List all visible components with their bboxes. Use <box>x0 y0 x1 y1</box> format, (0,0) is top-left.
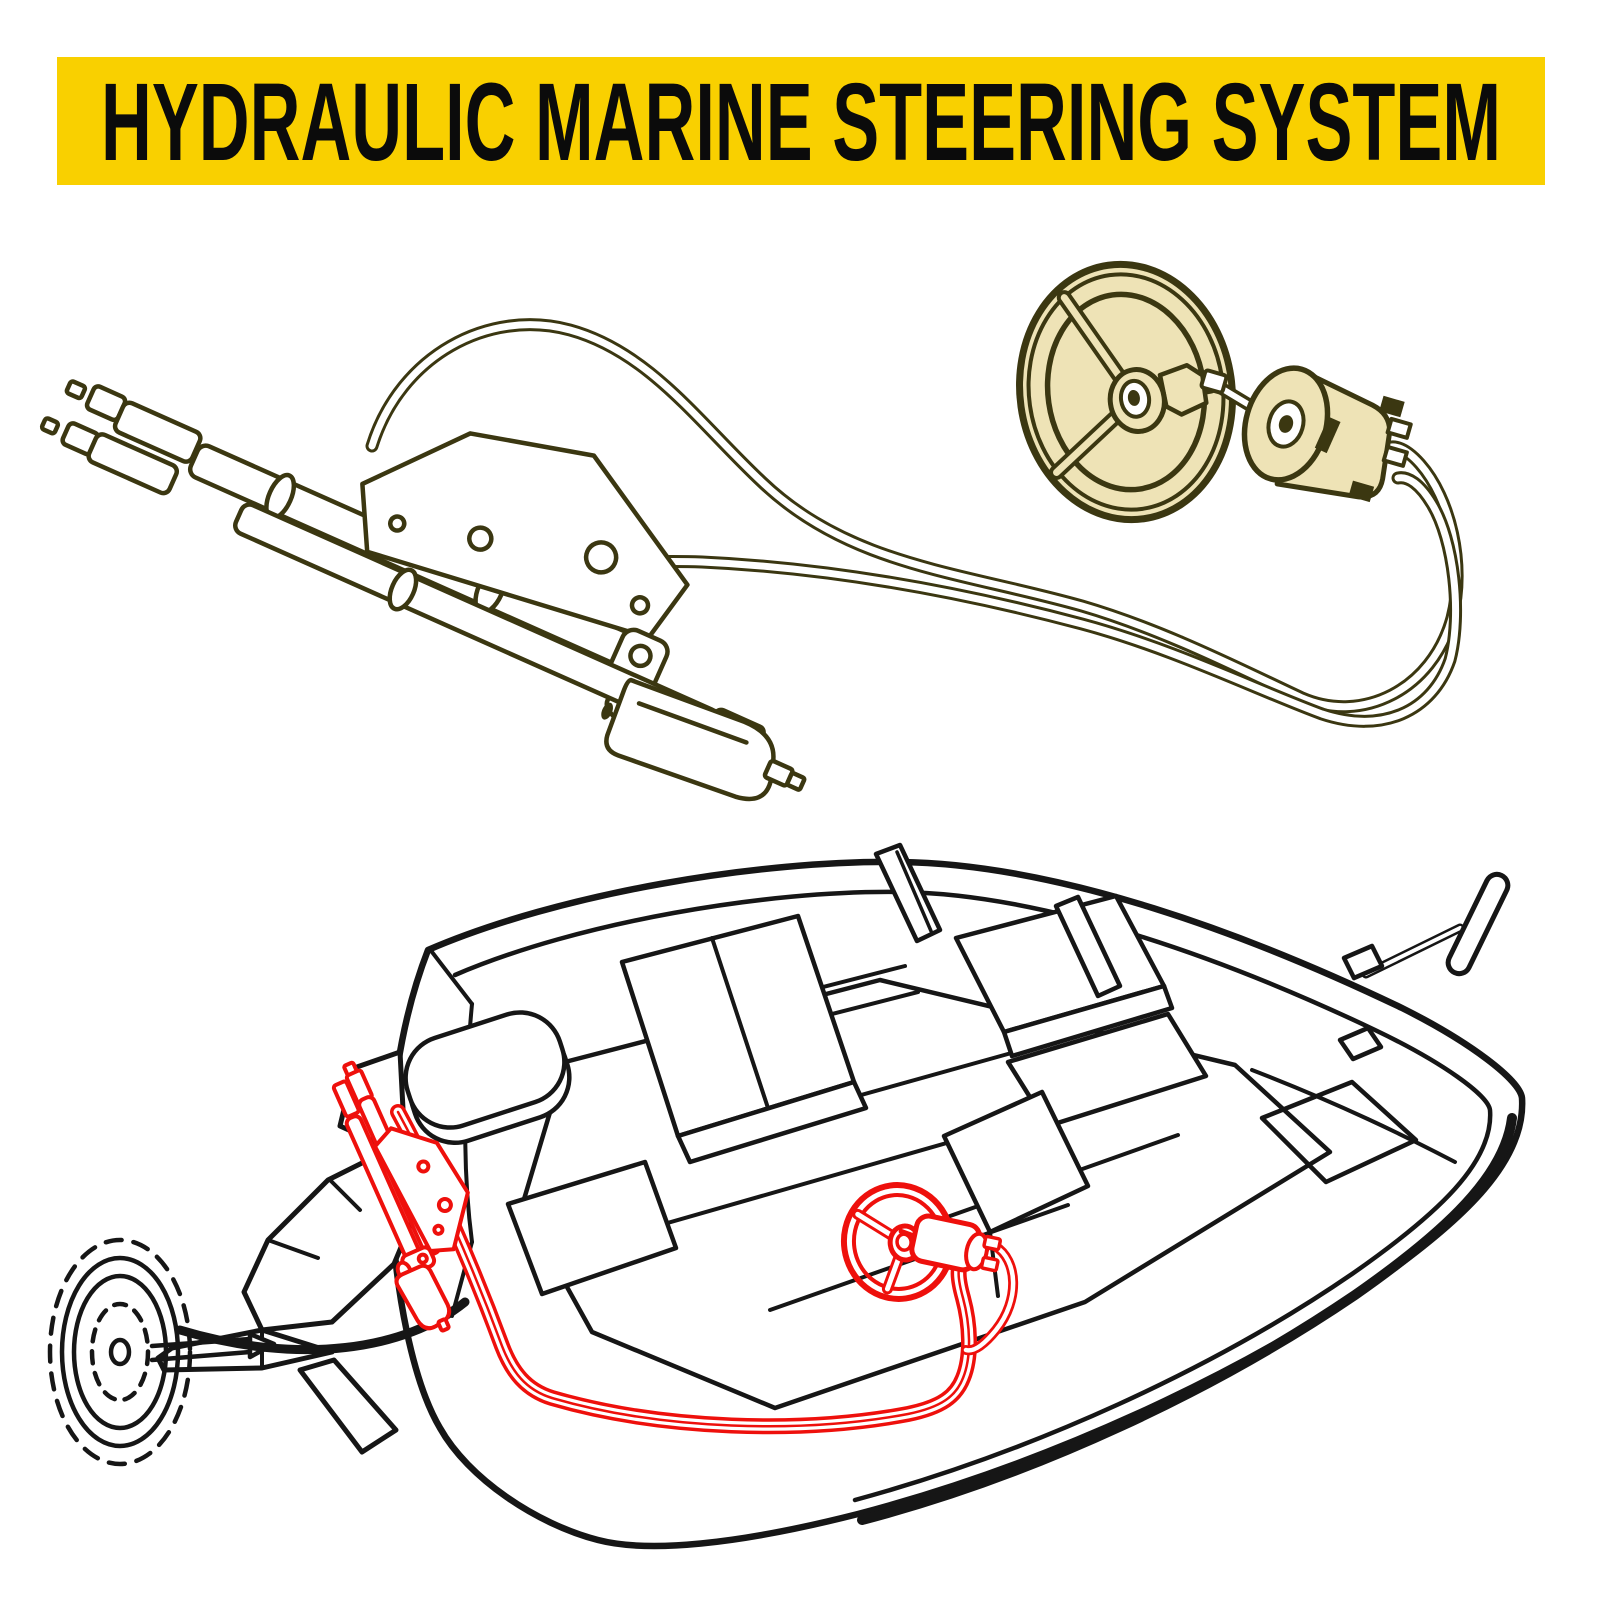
skeg <box>297 1357 399 1455</box>
prop-hub <box>108 1337 132 1367</box>
helm-pump <box>1199 365 1413 503</box>
mounting-bracket <box>360 431 690 640</box>
title-banner: HYDRAULIC MARINE STEERING SYSTEM <box>57 57 1545 185</box>
cockpit-interior <box>403 842 1419 1411</box>
transom-edge <box>430 950 474 1006</box>
motor-well <box>403 1010 572 1146</box>
clevis-hook <box>604 677 776 802</box>
helm-bulkhead <box>941 1089 1091 1235</box>
banner-background <box>57 57 1545 185</box>
title-banner-canvas: HYDRAULIC MARINE STEERING SYSTEM <box>57 57 1545 185</box>
boat-hull <box>386 858 1526 1550</box>
bow-cleat <box>1337 1025 1384 1062</box>
bow-hatch <box>1259 1079 1419 1185</box>
steering-wheel <box>1016 260 1236 524</box>
boat-installation-illustration <box>47 842 1526 1550</box>
hose-fitting <box>1385 416 1413 440</box>
hose-run-highlight <box>390 1104 1019 1435</box>
steering-kit-illustration <box>39 260 1464 802</box>
stern-bench <box>505 1159 679 1297</box>
transom-cylinder-highlight <box>331 1060 470 1333</box>
bow-pole <box>1341 871 1511 981</box>
rubrail-band <box>857 1113 1517 1525</box>
steering-cylinder-assembly <box>39 379 807 802</box>
helm-pump-highlight <box>898 1213 1003 1273</box>
page-title: HYDRAULIC MARINE STEERING SYSTEM <box>101 61 1501 184</box>
hose-fitting <box>1381 444 1409 468</box>
highlighted-steering-system <box>331 1060 1019 1435</box>
inner-gunwale <box>452 889 1493 1503</box>
tow-handle <box>1445 871 1511 977</box>
propeller <box>47 1237 277 1467</box>
